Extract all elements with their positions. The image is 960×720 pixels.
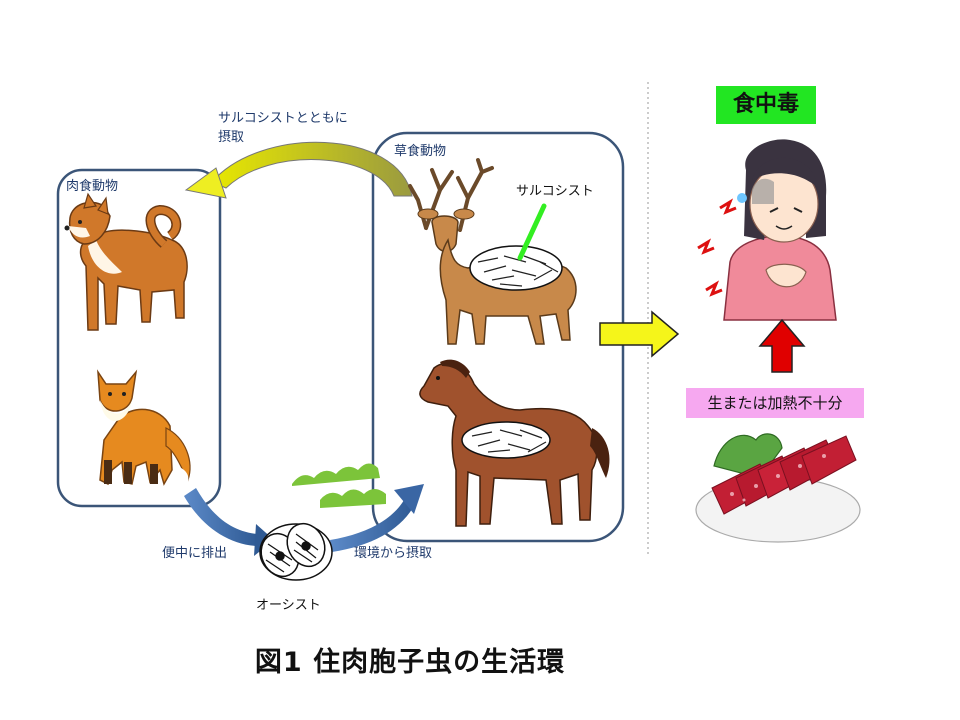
oocyst-illustration [254,517,332,582]
herbivore-label: 草食動物 [394,140,446,159]
food-poisoning-title: 食中毒 [716,86,816,124]
to-food-poisoning-arrow [600,312,678,356]
excretion-label: 便中に排出 [162,542,227,561]
figure-caption: 図1 住肉胞子虫の生活環 [0,640,820,679]
oocyst-label: オーシスト [256,594,321,613]
dog-illustration [65,194,188,330]
carnivore-label: 肉食動物 [66,175,118,194]
environment-label: 環境から摂取 [354,542,432,561]
transfer-label-line2: 摂取 [218,126,244,145]
sarcocyst-label: サルコシスト [516,180,594,199]
transfer-label-line1: サルコシストとともに [218,107,348,126]
fox-illustration [98,372,190,484]
cause-label: 生または加熱不十分 [686,388,864,418]
cause-arrow [760,320,804,372]
sick-person-illustration [698,139,836,320]
horse-illustration [420,360,610,526]
raw-meat-illustration [696,434,860,542]
